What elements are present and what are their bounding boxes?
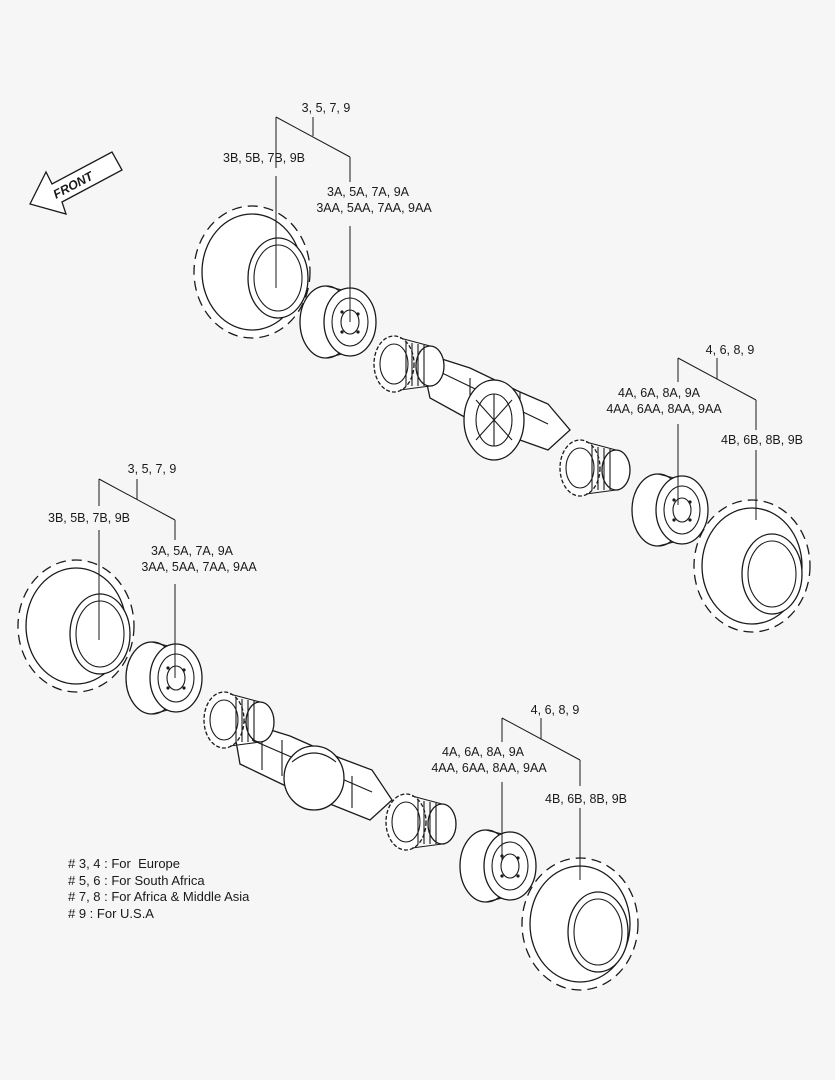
upper-right-rim-label-1: 4A, 6A, 8A, 9A bbox=[618, 386, 701, 400]
front-direction-arrow: FRONT bbox=[29, 151, 123, 215]
lower-left-rim-label-2: 3AA, 5AA, 7AA, 9AA bbox=[141, 560, 257, 574]
lower-left-group-title: 3, 5, 7, 9 bbox=[128, 462, 177, 476]
lower-left-tire bbox=[17, 559, 135, 693]
upper-left-rim-label-2: 3AA, 5AA, 7AA, 9AA bbox=[316, 201, 432, 215]
lower-left-rim-label-1: 3A, 5A, 7A, 9A bbox=[151, 544, 234, 558]
lower-right-tire bbox=[521, 857, 639, 991]
upper-left-group-title: 3, 5, 7, 9 bbox=[302, 101, 351, 115]
legend-item-usa: # 9 : For U.S.A bbox=[68, 905, 154, 921]
legend-item-south-africa: # 5, 6 : For South Africa bbox=[68, 872, 205, 888]
upper-right-tire bbox=[693, 499, 811, 633]
upper-left-rim-label-1: 3A, 5A, 7A, 9A bbox=[327, 185, 410, 199]
lower-right-tire-label: 4B, 6B, 8B, 9B bbox=[545, 792, 627, 806]
upper-axle-assembly: 3, 5, 7, 9 3B, 5B, 7B, 9B 3A, 5A, 7A, 9A… bbox=[193, 101, 811, 633]
lower-right-rim-label-1: 4A, 6A, 8A, 9A bbox=[442, 745, 525, 759]
upper-left-tire bbox=[193, 205, 311, 339]
lower-right-rim-label-2: 4AA, 6AA, 8AA, 9AA bbox=[431, 761, 547, 775]
upper-right-rim-label-2: 4AA, 6AA, 8AA, 9AA bbox=[606, 402, 722, 416]
market-legend: # 3, 4 : For Europe # 5, 6 : For South A… bbox=[68, 856, 249, 922]
legend-item-africa-middle-asia: # 7, 8 : For Africa & Middle Asia bbox=[68, 889, 250, 904]
lower-right-group-title: 4, 6, 8, 9 bbox=[531, 703, 580, 717]
lower-axle-assembly: 3, 5, 7, 9 3B, 5B, 7B, 9B 3A, 5A, 7A, 9A… bbox=[17, 462, 639, 991]
upper-right-group-title: 4, 6, 8, 9 bbox=[706, 343, 755, 357]
legend-item-europe: # 3, 4 : For Europe bbox=[68, 856, 181, 871]
lower-left-tire-label: 3B, 5B, 7B, 9B bbox=[48, 511, 130, 525]
upper-left-tire-label: 3B, 5B, 7B, 9B bbox=[223, 151, 305, 165]
upper-right-tire-label: 4B, 6B, 8B, 9B bbox=[721, 433, 803, 447]
